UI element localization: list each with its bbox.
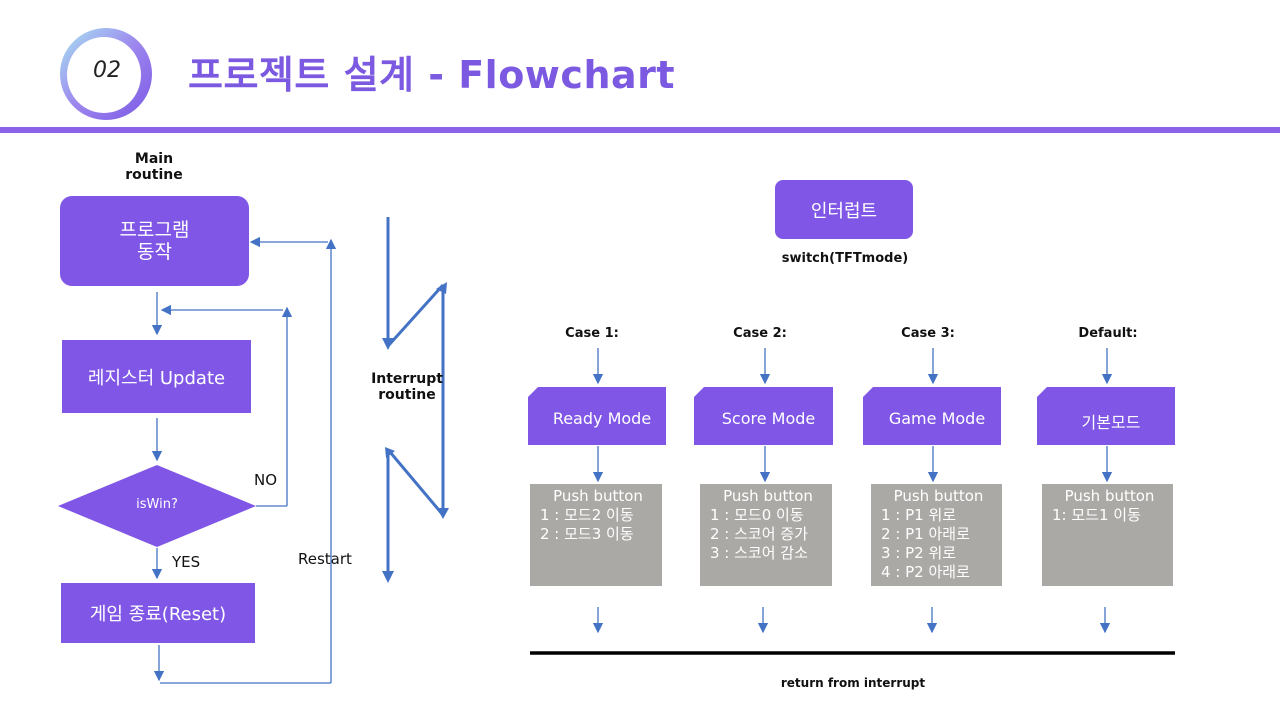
header-divider xyxy=(0,127,1280,133)
mode-box-label: Ready Mode xyxy=(552,409,652,428)
mode-box-label: 기본모드 xyxy=(1081,413,1141,432)
yes-label: YES xyxy=(172,553,201,571)
push-button-line: 2 : P1 아래로 xyxy=(881,525,970,543)
interrupt-routine-label: Interrupt routine xyxy=(371,371,443,403)
push-button-box: Push button 1 : 모드2 이동 2 : 모드3 이동 xyxy=(530,484,662,586)
push-button-line: 3 : P2 위로 xyxy=(881,544,957,562)
push-button-line: 4 : P2 아래로 xyxy=(881,563,970,581)
section-number: 02 xyxy=(93,58,121,83)
game-end-box: 게임 종료(Reset) xyxy=(61,583,255,643)
push-button-box: Push button 1: 모드1 이동 xyxy=(1042,484,1173,586)
mode-box-label: Score Mode xyxy=(721,409,816,428)
restart-label: Restart xyxy=(298,550,352,568)
push-button-line: 1: 모드1 이동 xyxy=(1052,506,1141,524)
no-label: NO xyxy=(254,471,278,489)
push-button-line: 1 : P1 위로 xyxy=(881,506,957,524)
return-from-interrupt-label: return from interrupt xyxy=(780,676,926,690)
case-label: Case 3: xyxy=(901,326,955,341)
push-button-title: Push button xyxy=(553,487,643,505)
interrupt-title-box: 인터럽트 xyxy=(775,180,913,239)
push-button-box: Push button 1 : 모드0 이동 2 : 스코어 증가 3 : 스코… xyxy=(700,484,832,586)
switch-label: switch(TFTmode) xyxy=(781,251,909,266)
push-button-box: Push button 1 : P1 위로 2 : P1 아래로 3 : P2 … xyxy=(871,484,1002,586)
program-start-box: 프로그램 동작 xyxy=(60,196,249,286)
decision-diamond xyxy=(58,465,256,547)
push-button-line: 3 : 스코어 감소 xyxy=(710,544,808,562)
page-title: 프로젝트 설계 - Flowchart xyxy=(188,53,676,97)
mode-box-label: Game Mode xyxy=(888,409,986,428)
case-label: Case 2: xyxy=(733,326,787,341)
push-button-line: 2 : 모드3 이동 xyxy=(540,525,634,543)
push-button-title: Push button xyxy=(893,487,984,505)
main-routine-label: Main routine xyxy=(125,151,183,183)
push-button-line: 2 : 스코어 증가 xyxy=(710,525,808,543)
decision-label: isWin? xyxy=(136,497,178,512)
register-update-box: 레지스터 Update xyxy=(62,340,251,413)
push-button-title: Push button xyxy=(1064,487,1155,505)
case-label: Case 1: xyxy=(565,326,619,341)
push-button-title: Push button xyxy=(723,487,813,505)
section-badge-icon xyxy=(60,28,152,120)
push-button-line: 1 : 모드0 이동 xyxy=(710,506,804,524)
case-label: Default: xyxy=(1078,326,1138,341)
push-button-line: 1 : 모드2 이동 xyxy=(540,506,634,524)
